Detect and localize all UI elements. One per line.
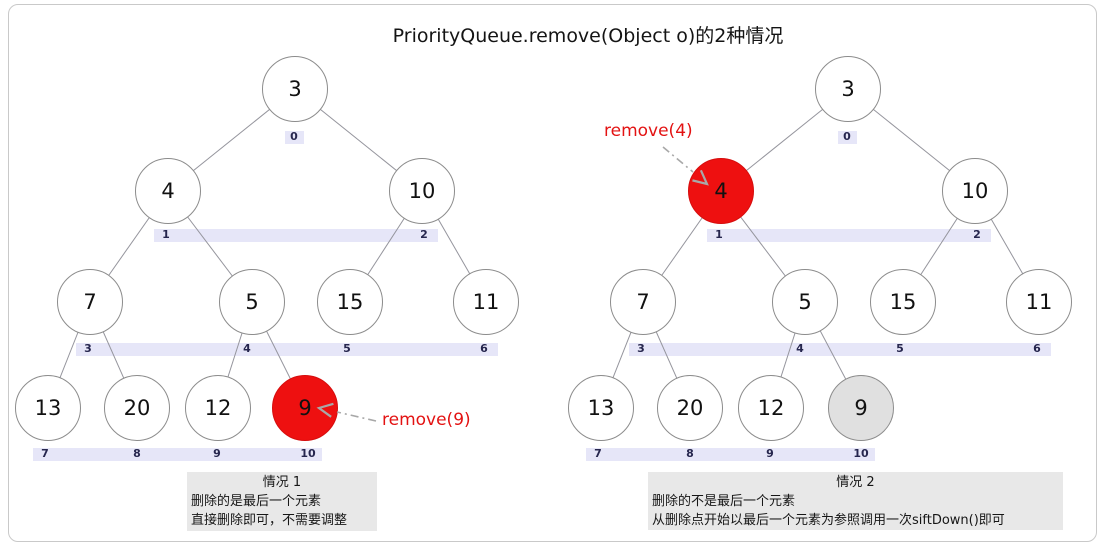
index-label-3: 3 (84, 342, 92, 355)
heap-node-13: 13 (568, 375, 634, 441)
index-bar (154, 229, 438, 242)
index-label-10: 10 (853, 447, 869, 460)
heap-node-9: 9 (272, 375, 338, 441)
index-label-10: 10 (300, 447, 316, 460)
index-label-5: 5 (896, 342, 904, 355)
caption-case1-line2: 直接删除即可，不需要调整 (191, 513, 348, 528)
remove-arrowhead-icon (316, 402, 334, 418)
index-label-7: 7 (41, 447, 49, 460)
index-bar (838, 131, 857, 144)
remove-arrowhead-icon (692, 169, 709, 186)
caption-case1: 情况 1 删除的是最后一个元素 直接删除即可，不需要调整 (187, 472, 377, 531)
diagram-title: PriorityQueue.remove(Object o)的2种情况 (392, 25, 784, 47)
heap-node-20: 20 (104, 375, 170, 441)
index-label-0: 0 (843, 130, 851, 143)
index-bar (629, 343, 1051, 356)
index-label-7: 7 (594, 447, 602, 460)
index-bar (76, 343, 498, 356)
heap-node-5: 5 (772, 269, 838, 335)
index-label-5: 5 (343, 342, 351, 355)
index-label-4: 4 (796, 342, 804, 355)
index-label-0: 0 (290, 130, 298, 143)
heap-node-3: 3 (815, 56, 881, 122)
heap-node-3: 3 (262, 56, 328, 122)
index-label-1: 1 (715, 228, 723, 241)
heap-node-11: 11 (1006, 269, 1072, 335)
caption-case2-title: 情况 2 (836, 475, 875, 490)
heap-node-7: 7 (57, 269, 123, 335)
heap-node-4: 4 (688, 158, 754, 224)
heap-node-4: 4 (135, 158, 201, 224)
heap-node-11: 11 (453, 269, 519, 335)
heap-node-10: 10 (389, 158, 455, 224)
index-label-4: 4 (243, 342, 251, 355)
caption-case2-line1: 删除的不是最后一个元素 (652, 494, 796, 509)
heap-node-15: 15 (870, 269, 936, 335)
index-bar (33, 448, 322, 461)
caption-case2-line2: 从删除点开始以最后一个元素为参照调用一次siftDown()即可 (652, 513, 1005, 528)
heap-node-9: 9 (828, 375, 894, 441)
index-bar (285, 131, 304, 144)
remove-label-case1: remove(9) (382, 410, 471, 430)
index-label-9: 9 (766, 447, 774, 460)
index-label-2: 2 (420, 228, 428, 241)
remove-label-case2: remove(4) (604, 121, 693, 141)
index-label-6: 6 (480, 342, 488, 355)
heap-node-5: 5 (219, 269, 285, 335)
index-label-3: 3 (637, 342, 645, 355)
heap-node-12: 12 (185, 375, 251, 441)
index-label-8: 8 (133, 447, 141, 460)
heap-node-7: 7 (610, 269, 676, 335)
index-label-1: 1 (162, 228, 170, 241)
heap-node-10: 10 (942, 158, 1008, 224)
heap-node-12: 12 (738, 375, 804, 441)
remove-arrow-line (336, 411, 377, 422)
index-label-6: 6 (1033, 342, 1041, 355)
caption-case1-line1: 删除的是最后一个元素 (191, 494, 322, 509)
index-label-9: 9 (213, 447, 221, 460)
index-bar (586, 448, 875, 461)
index-bar (707, 229, 991, 242)
index-label-2: 2 (973, 228, 981, 241)
heap-node-20: 20 (657, 375, 723, 441)
heap-node-15: 15 (317, 269, 383, 335)
caption-case1-title: 情况 1 (262, 475, 302, 490)
caption-case2: 情况 2 删除的不是最后一个元素 从删除点开始以最后一个元素为参照调用一次sif… (648, 472, 1063, 530)
heap-node-13: 13 (15, 375, 81, 441)
remove-arrow-line (662, 146, 694, 173)
index-label-8: 8 (686, 447, 694, 460)
